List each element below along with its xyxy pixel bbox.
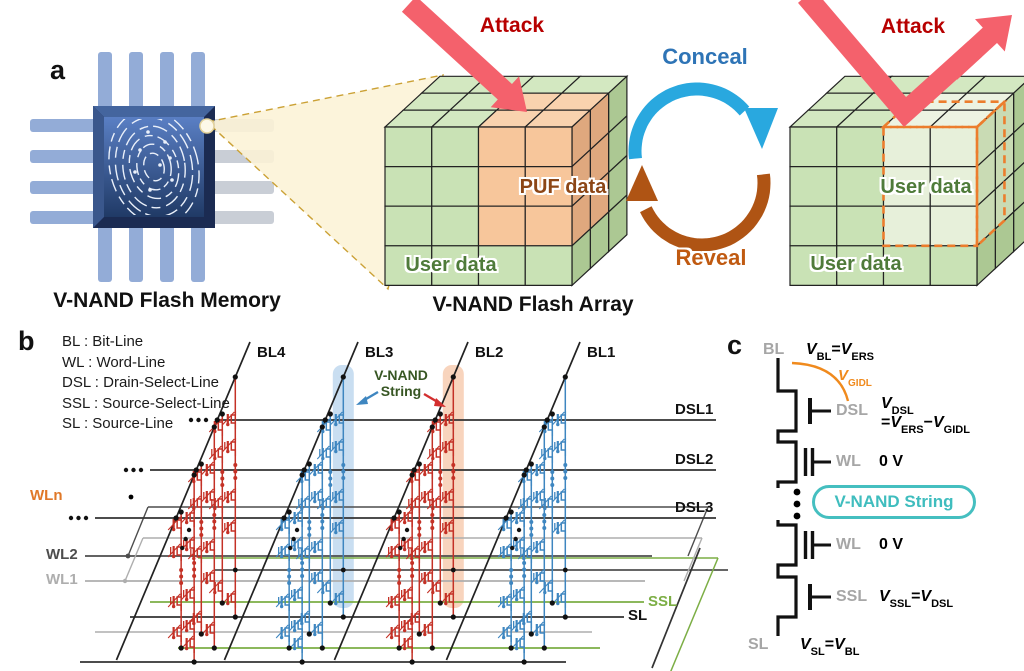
panel-label-c: c [727,330,743,360]
legend-item: DSL : Drain-Select-Line [62,374,220,391]
bl-label: BL2 [475,344,504,361]
c-sl-formula: VSL=VBL [800,636,860,659]
chip-caption: V-NAND Flash Memory [53,289,281,312]
panel-label-b: b [18,326,35,356]
wl-label: WL1 [46,571,78,588]
bl-label: BL4 [257,344,286,361]
bl-label: BL3 [365,344,394,361]
c-gate-label: WL [836,536,861,553]
c-gate-label: WL [836,453,861,470]
ssl-label: SSL [648,593,678,610]
c-gate-label: DSL [836,402,868,419]
user-data-label-right: User data [810,253,902,275]
user-data-label-front: User data [405,254,497,276]
c-gate-formula: =VERS−VGIDL [881,414,970,437]
legend-item: WL : Word-Line [62,353,166,371]
c-gate-label: SSL [836,588,868,605]
puf-data-label: PUF data [519,176,607,198]
string-callout-line1: V-NAND [374,367,428,383]
c-gate-formula: VDSL [881,395,914,418]
c-gate-formula: 0 V [879,536,904,553]
dsl-label: DSL1 [675,401,714,418]
bl-label: BL1 [587,344,616,361]
fingerprint-icon [108,119,200,215]
c-bl-formula: VBL=VERS [806,341,874,364]
attack-label-left: Attack [479,14,545,37]
dsl-label: DSL2 [675,451,714,468]
legend-item: SL : Source-Line [62,415,174,432]
c-sl-terminal: SL [748,636,769,653]
c-gate-formula: VSSL=VDSL [879,588,954,611]
attack-label-right: Attack [880,15,946,38]
dsl-label: DSL3 [675,499,714,516]
array-caption: V-NAND Flash Array [432,293,634,316]
wl-label: WLn [30,487,63,504]
reveal-label: Reveal [675,245,747,270]
conceal-label: Conceal [662,44,748,69]
user-data-label-concealed: User data [880,176,972,198]
legend-item: BL : Bit-Line [62,333,144,350]
vnand-string-badge: V-NAND String [812,485,976,519]
c-gidl-label: VGIDL [838,367,872,389]
c-gate-formula: 0 V [879,453,904,470]
string-callout-line2: String [380,383,422,399]
panel-label-a: a [50,55,66,85]
legend-item: SSL : Source-Select-Line [62,394,230,412]
c-bl-terminal: BL [763,341,785,358]
wl-label: WL2 [46,546,78,563]
sl-label: SL [628,607,648,624]
